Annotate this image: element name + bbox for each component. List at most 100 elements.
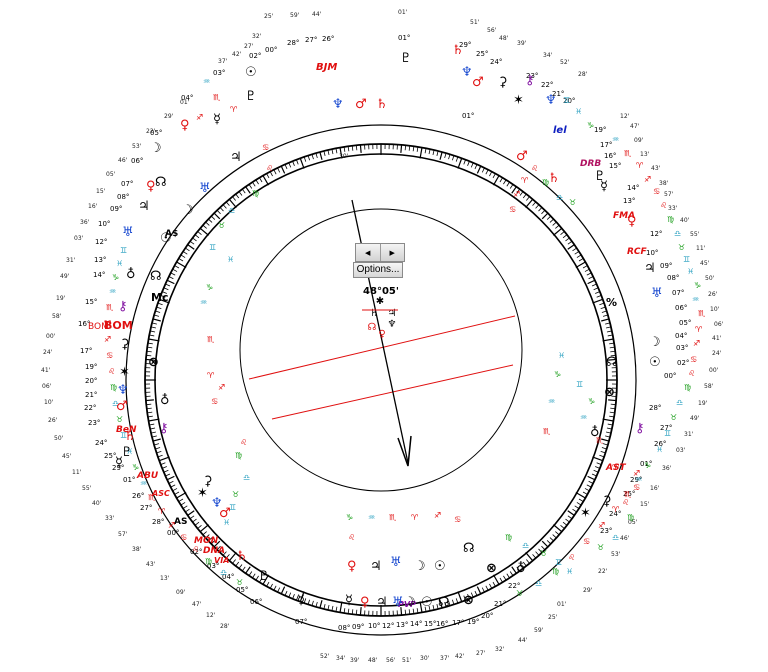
sign-glyph: ♊ <box>683 255 690 264</box>
planet-glyph: ♆ <box>545 93 557 108</box>
minute-label: 26' <box>48 417 58 424</box>
planet-glyph: ♀ <box>347 559 357 574</box>
degree-tick <box>187 244 195 250</box>
degree-tick <box>538 548 543 553</box>
minute-label: 44' <box>312 11 322 18</box>
minute-label: 25' <box>264 13 274 20</box>
degree-tick <box>323 604 326 610</box>
degree-tick <box>266 173 270 179</box>
degree-tick <box>601 447 607 450</box>
degree-tick <box>170 484 176 488</box>
planet-glyph: ⚳ <box>203 474 213 489</box>
degree-tick <box>259 177 263 183</box>
degree-tick <box>610 350 616 353</box>
degree-tick <box>565 237 570 242</box>
minute-label: 01' <box>398 9 408 16</box>
degree-tick <box>576 502 582 506</box>
sign-glyph: ♍ <box>252 189 259 198</box>
degree-tick <box>323 150 326 156</box>
degree-label: 08° <box>117 193 129 201</box>
sign-glyph: ♎ <box>674 229 681 238</box>
minute-label: 48' <box>368 657 378 664</box>
point-label: FMA <box>613 211 635 221</box>
degree-label: 01° <box>462 112 474 120</box>
degree-tick <box>311 600 314 606</box>
planet-glyph: ✶ <box>513 93 524 108</box>
sign-glyph: ♉ <box>218 221 225 230</box>
degree-tick <box>165 473 171 477</box>
degree-tick <box>416 608 419 614</box>
degree-tick <box>159 456 170 462</box>
degree-tick <box>485 169 489 175</box>
options-button[interactable]: Options... <box>353 262 403 278</box>
planet-glyph: ☊ <box>463 541 475 556</box>
degree-label: 02° <box>190 548 202 556</box>
degree-tick <box>474 164 478 170</box>
degree-tick <box>470 162 474 168</box>
center-degree-label: 48°05' <box>363 286 399 297</box>
degree-tick <box>532 554 537 559</box>
degree-tick <box>235 193 240 199</box>
minute-label: 05' <box>628 519 638 526</box>
sign-glyph: ♒ <box>203 77 210 86</box>
sign-glyph: ♌ <box>192 545 199 554</box>
degree-tick <box>255 575 259 581</box>
sign-glyph: ♐ <box>218 383 225 392</box>
minute-label: 46' <box>118 157 128 164</box>
minute-label: 43' <box>146 561 156 568</box>
degree-tick <box>489 171 493 177</box>
degree-tick <box>485 585 489 591</box>
degree-tick <box>151 322 157 325</box>
minute-label: 11' <box>696 245 706 252</box>
degree-tick <box>155 310 161 313</box>
minute-label: 36' <box>80 219 90 226</box>
minute-label: 11' <box>72 469 82 476</box>
minute-label: 34' <box>543 52 553 59</box>
degree-tick <box>222 551 227 556</box>
planet-glyph: ♄ <box>236 549 248 564</box>
degree-tick <box>160 462 166 465</box>
sign-glyph: ♉ <box>597 543 604 552</box>
minute-label: 38' <box>132 546 142 553</box>
sign-glyph: ♍ <box>205 557 212 566</box>
degree-label: 03° <box>207 562 219 570</box>
minute-label: 45' <box>62 453 72 460</box>
degree-tick <box>147 342 153 345</box>
degree-tick <box>162 466 167 469</box>
degree-tick <box>182 505 188 509</box>
degree-tick <box>303 598 307 604</box>
minute-label: 01' <box>557 601 567 608</box>
sign-glyph: ♉ <box>232 490 239 499</box>
minute-label: 16' <box>650 485 660 492</box>
degree-tick <box>170 272 176 276</box>
degree-tick <box>560 525 565 529</box>
degree-tick <box>154 314 160 317</box>
minute-label: 59' <box>290 12 300 19</box>
planet-glyph: ♂ <box>219 506 231 521</box>
degree-tick <box>555 531 560 536</box>
degree-tick <box>225 554 230 559</box>
sign-glyph: ♓ <box>126 447 133 456</box>
degree-tick <box>506 573 510 579</box>
minute-label: 15' <box>640 501 650 508</box>
planet-glyph: ♁ <box>590 425 600 440</box>
sign-glyph: ♑ <box>644 461 651 470</box>
minute-label: 32' <box>495 646 505 653</box>
center-glyph: ♆ <box>388 319 397 330</box>
needle-arrowhead <box>397 435 412 467</box>
degree-label: 25° <box>476 50 488 58</box>
degree-tick <box>578 258 584 262</box>
prev-arrow-button[interactable]: ◀ <box>356 244 381 261</box>
next-arrow-button[interactable]: ▶ <box>380 244 404 261</box>
sign-glyph: ♒ <box>580 413 587 422</box>
degree-tick <box>163 469 169 473</box>
sign-glyph: ♏ <box>698 309 706 318</box>
degree-tick <box>182 251 188 255</box>
planet-glyph: ☉ <box>245 65 257 80</box>
sign-glyph: ♋ <box>690 355 697 364</box>
sign-glyph: ♋ <box>509 205 516 214</box>
degree-tick <box>335 148 338 154</box>
degree-tick <box>174 265 180 269</box>
sign-glyph: ♊ <box>664 429 671 438</box>
planet-glyph: ☊ <box>438 595 450 610</box>
